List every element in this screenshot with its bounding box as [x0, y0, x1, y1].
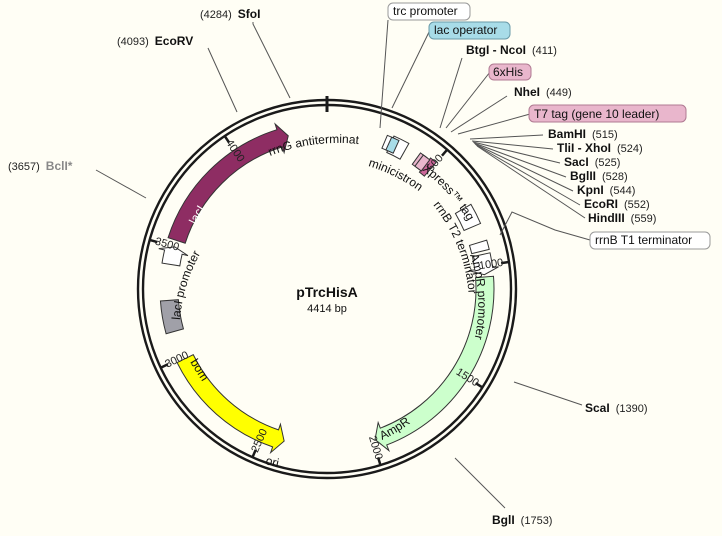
callout-text: rrnB T1 terminator — [595, 233, 692, 247]
callout-rrnb-t1-terminator: rrnB T1 terminator — [589, 231, 711, 250]
leader-ecorv — [207, 47, 238, 113]
site-ecori: EcoRI(552) — [584, 197, 650, 211]
site-bgli: BglI(1753) — [492, 513, 552, 527]
site-nhei: NheI(449) — [514, 85, 572, 99]
callout-text: trc promoter — [393, 4, 458, 18]
label-ori: ori — [264, 453, 280, 470]
plasmid-name: pTrcHisA — [296, 284, 357, 300]
mcs-glyph — [385, 136, 400, 154]
feature-rrnb-t2-terminator — [468, 239, 490, 255]
leader-ecori — [475, 144, 581, 206]
plasmid-size: 4414 bp — [307, 303, 347, 315]
callout-leaders — [379, 19, 591, 241]
leader-saci — [472, 141, 561, 164]
site-hindiii: HindIII(559) — [588, 211, 656, 225]
callout-box — [488, 63, 532, 81]
tick-mark — [149, 238, 158, 244]
callout-box — [528, 104, 687, 123]
leader-t7-tag — [457, 113, 531, 135]
leader-hindiii — [476, 145, 586, 219]
leader-nhei — [450, 95, 508, 133]
site-labels: (4284)SfoI (4093)EcoRV (3657)BclI* BtgI … — [8, 7, 656, 527]
tick-mark — [441, 148, 449, 157]
tick-mark — [223, 135, 231, 144]
site-scai: ScaI(1390) — [585, 401, 647, 415]
callout-box — [589, 231, 711, 250]
tick-mark — [251, 449, 257, 458]
features-layer — [158, 122, 499, 455]
feature-laci-promoter — [158, 246, 189, 267]
tick-mark — [500, 260, 510, 265]
leader-bcli — [95, 169, 147, 199]
feature-ori — [176, 353, 285, 455]
leader-sfoi — [252, 22, 291, 99]
callout-6xhis: 6xHis — [488, 63, 532, 81]
feature-laci — [167, 122, 289, 244]
tick-mark — [475, 382, 484, 389]
tick-mark — [376, 457, 382, 466]
site-bamhi: BamHI(515) — [548, 127, 618, 141]
leader-xhoi — [471, 140, 554, 150]
leader-bgli — [454, 457, 506, 509]
leader-rrnb-t1 — [499, 211, 591, 241]
leader-btgi — [439, 57, 463, 129]
tick-mark — [160, 363, 169, 369]
site-tlii-xhoi: TliI - XhoI(524) — [557, 141, 643, 155]
callout-t7-tag: T7 tag (gene 10 leader) — [528, 104, 687, 123]
site-leaders — [95, 22, 586, 509]
site-ecorv: (4093)EcoRV — [117, 34, 193, 48]
callout-text: T7 tag (gene 10 leader) — [534, 107, 659, 121]
feature-ampr — [374, 275, 495, 453]
leader-6xhis — [445, 71, 491, 129]
tick-label: 1000 — [478, 257, 504, 272]
site-btgi-ncoi: BtgI - NcoI(411) — [466, 43, 557, 57]
leader-kpni — [474, 143, 574, 192]
site-sfoi: (4284)SfoI — [200, 7, 260, 21]
leader-bamhi — [469, 134, 544, 140]
leader-trc-promoter — [379, 19, 389, 129]
callout-box — [428, 21, 511, 40]
site-bcli: (3657)BclI* — [8, 159, 73, 173]
site-bglii: BglII(528) — [570, 169, 628, 183]
callout-text: lac operator — [434, 23, 497, 37]
feature-ampr-promoter — [468, 252, 499, 276]
leader-bglii — [473, 142, 567, 178]
callout-trc-promoter: trc promoter — [387, 2, 471, 21]
label-rrng-antiterminator: rrnG antiterminator — [0, 0, 360, 159]
feature-rrnb-t1-terminator — [454, 203, 482, 232]
leader-scai — [513, 381, 583, 406]
mcs-glyph — [414, 154, 431, 172]
leader-lac-operator — [391, 29, 431, 109]
site-saci: SacI(525) — [564, 155, 620, 169]
feature-xpress-tag — [418, 157, 437, 177]
callout-box — [387, 2, 471, 21]
callout-text: 6xHis — [493, 65, 523, 79]
site-kpni: KpnI(544) — [577, 183, 635, 197]
callout-lac-operator: lac operator — [428, 21, 511, 40]
feature-bom — [159, 299, 185, 335]
